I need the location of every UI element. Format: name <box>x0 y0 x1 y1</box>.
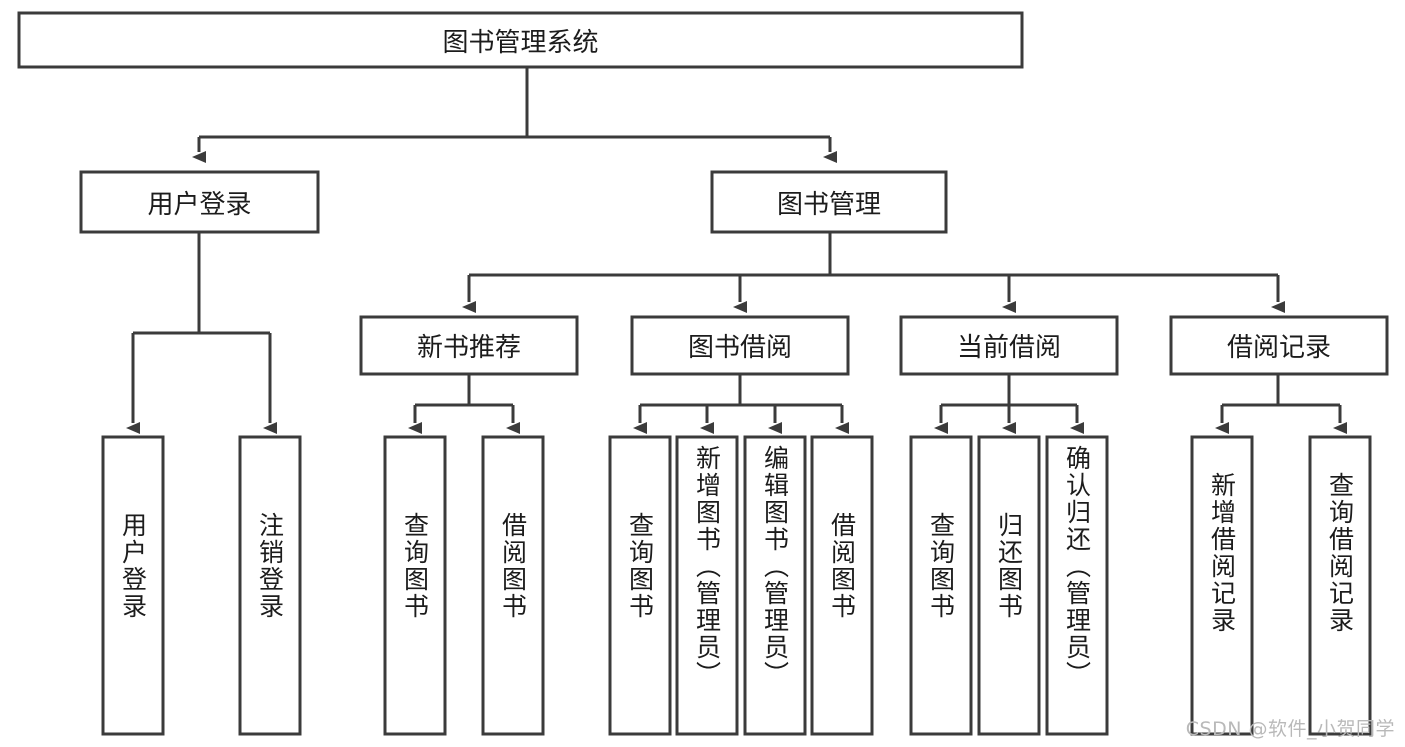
node-new-book-box[interactable] <box>359 315 579 376</box>
leaf-box-current-borrow-1[interactable] <box>909 435 973 736</box>
node-book-borrow-box[interactable] <box>630 315 850 376</box>
csdn-watermark: CSDN @软件_小贺同学 <box>1185 718 1395 740</box>
node-root-box[interactable] <box>17 11 1024 69</box>
leaf-box-book-borrow-2[interactable] <box>675 435 739 736</box>
leaf-box-book-borrow-3[interactable] <box>743 435 807 736</box>
node-book-mgmt-box[interactable] <box>710 170 948 234</box>
leaf-box-book-borrow-4[interactable] <box>810 435 874 736</box>
leaf-box-user-login-1[interactable] <box>101 435 165 736</box>
leaf-box-borrow-records-1[interactable] <box>1190 435 1254 736</box>
leaf-box-borrow-records-2[interactable] <box>1308 435 1372 736</box>
leaf-box-book-borrow-1[interactable] <box>608 435 672 736</box>
leaf-box-current-borrow-3[interactable] <box>1045 435 1109 736</box>
node-user-login-box[interactable] <box>79 170 320 234</box>
leaf-box-new-book-1[interactable] <box>383 435 447 736</box>
leaf-box-current-borrow-2[interactable] <box>977 435 1041 736</box>
node-borrow-records-box[interactable] <box>1169 315 1389 376</box>
leaf-box-user-login-2[interactable] <box>238 435 302 736</box>
leaf-box-new-book-2[interactable] <box>481 435 545 736</box>
node-current-borrow-box[interactable] <box>899 315 1119 376</box>
